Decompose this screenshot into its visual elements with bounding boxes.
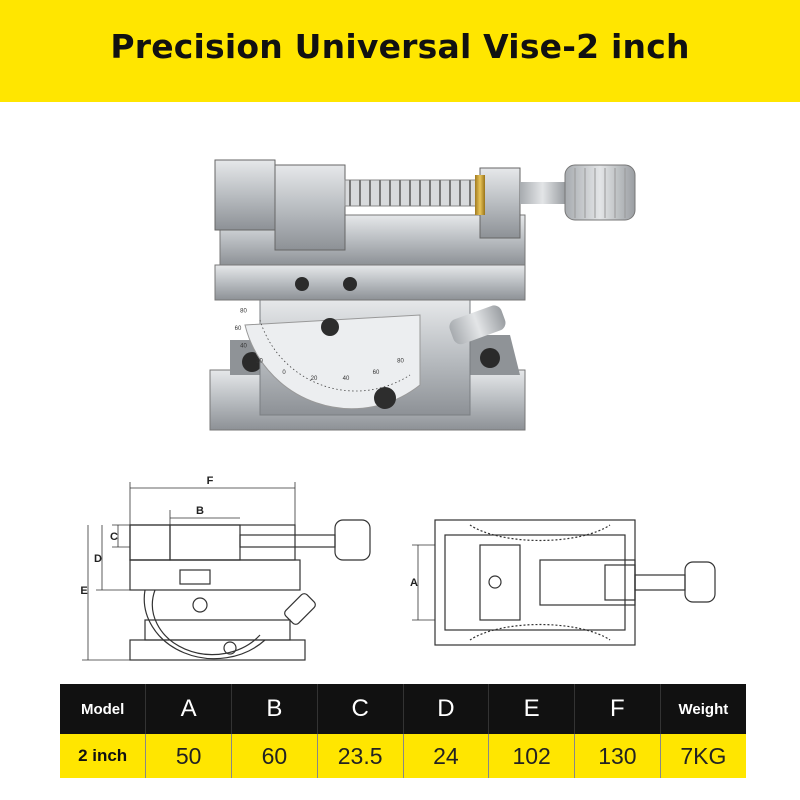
protractor-scale-label: 20 xyxy=(256,359,263,365)
cell-d: 24 xyxy=(402,734,489,778)
table-row: 2 inch 50 60 23.5 24 102 130 7KG xyxy=(60,734,746,778)
header-c: C xyxy=(316,684,403,734)
cell-model: 2 inch xyxy=(60,734,146,778)
header-b: B xyxy=(231,684,318,734)
protractor-scale-label: 40 xyxy=(343,376,350,382)
side-view-drawing: F B C D E xyxy=(80,475,371,661)
spec-table: Model A B C D E F Weight 2 inch 50 60 23… xyxy=(60,684,746,778)
cell-e: 102 xyxy=(488,734,575,778)
top-view-drawing: A xyxy=(410,519,716,646)
cell-weight: 7KG xyxy=(659,734,746,778)
title-banner: Precision Universal Vise-2 inch xyxy=(0,0,800,102)
dim-label-C: C xyxy=(110,531,118,543)
protractor-scale-label: 60 xyxy=(373,370,380,376)
protractor-scale-label: 80 xyxy=(397,359,404,365)
header-d: D xyxy=(402,684,489,734)
header-model: Model xyxy=(60,684,146,734)
header-e: E xyxy=(488,684,575,734)
protractor-scale-label: 0 xyxy=(282,370,286,376)
header-f: F xyxy=(574,684,661,734)
dim-label-D: D xyxy=(94,553,102,565)
cell-a: 50 xyxy=(145,734,232,778)
header-a: A xyxy=(145,684,232,734)
protractor-scale-label: 20 xyxy=(311,376,318,382)
protractor-scale-label: 40 xyxy=(240,343,247,349)
cell-f: 130 xyxy=(574,734,661,778)
dim-label-F: F xyxy=(207,475,214,487)
dim-label-E: E xyxy=(80,585,87,597)
vise-product-image: 80 60 40 20 0 20 40 60 80 xyxy=(209,159,636,431)
cell-b: 60 xyxy=(231,734,318,778)
dim-label-A: A xyxy=(410,577,418,589)
page-title: Precision Universal Vise-2 inch xyxy=(110,27,690,66)
dim-label-B: B xyxy=(196,505,204,517)
protractor-scale-label: 80 xyxy=(240,309,247,315)
cell-c: 23.5 xyxy=(316,734,403,778)
protractor-scale-label: 60 xyxy=(235,326,242,332)
spec-header-row: Model A B C D E F Weight xyxy=(60,684,746,734)
header-weight: Weight xyxy=(659,684,746,734)
